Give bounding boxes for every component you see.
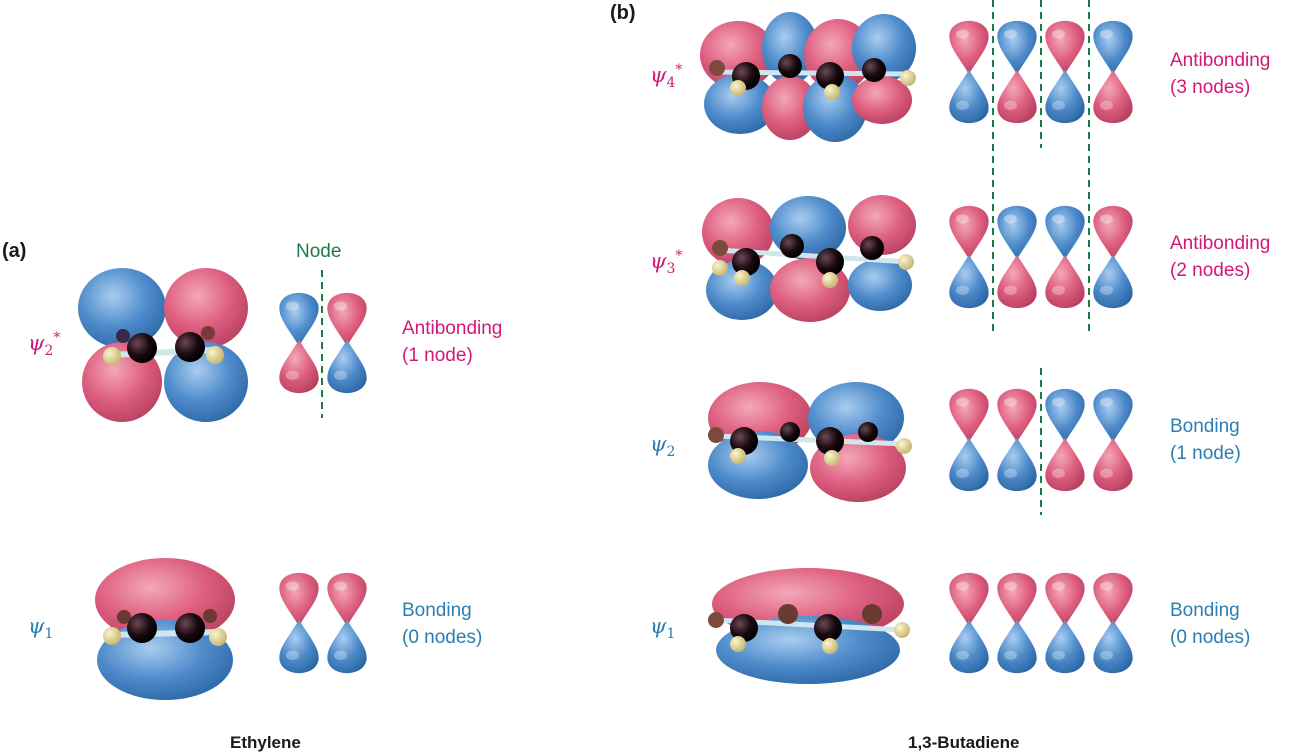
caption-butadiene: 1,3-Butadiene [908, 733, 1020, 752]
ethylene-psi2-symbol: ψ2* [28, 330, 61, 360]
butadiene-psi1-type: Bonding [1170, 600, 1240, 621]
butadiene-psi3-symbol: ψ3* [650, 248, 683, 278]
butadiene-psi2-symbol: ψ2 [650, 432, 676, 461]
ethylene-psi2-nodes: (1 node) [402, 345, 473, 366]
butadiene-node-lines [992, 0, 1090, 515]
butadiene-psi1-lobes [949, 572, 1133, 674]
panel-label-a: (a) [2, 240, 27, 262]
butadiene-psi2-type: Bonding [1170, 416, 1240, 437]
butadiene-psi1-symbol: ψ1 [650, 614, 676, 643]
ethylene-psi1-nodes: (0 nodes) [402, 627, 483, 648]
butadiene-psi3-lobes [949, 205, 1133, 309]
ethylene-psi1-type: Bonding [402, 600, 472, 621]
butadiene-psi2-nodes: (1 node) [1170, 443, 1241, 464]
butadiene-psi3-3d-model [702, 195, 916, 322]
butadiene-psi1-nodes: (0 nodes) [1170, 627, 1251, 648]
butadiene-psi4-symbol: ψ4* [650, 62, 683, 92]
butadiene-psi1-description: Bonding (0 nodes) [1170, 597, 1250, 651]
butadiene-psi3-nodes: (2 nodes) [1170, 260, 1251, 281]
ethylene-psi1-symbol: ψ1 [28, 614, 54, 643]
butadiene-psi3-type: Antibonding [1170, 233, 1271, 254]
butadiene-psi3-description: Antibonding (2 nodes) [1170, 230, 1270, 284]
butadiene-psi2-3d-model [708, 382, 912, 502]
butadiene-psi4-3d-model [700, 12, 916, 142]
ethylene-psi2-description: Antibonding (1 node) [402, 315, 502, 369]
butadiene-psi4-nodes: (3 nodes) [1170, 77, 1251, 98]
butadiene-psi2-description: Bonding (1 node) [1170, 413, 1241, 467]
butadiene-psi1-3d-model [708, 568, 910, 684]
ethylene-psi1-lobes [279, 572, 367, 674]
butadiene-psi4-type: Antibonding [1170, 50, 1271, 71]
ethylene-psi1-3d-model [95, 558, 235, 700]
butadiene-psi4-description: Antibonding (3 nodes) [1170, 47, 1270, 101]
ethylene-psi2-3d-model [78, 268, 248, 422]
caption-ethylene: Ethylene [230, 733, 301, 752]
ethylene-psi2-lobes [279, 270, 367, 418]
ethylene-psi1-description: Bonding (0 nodes) [402, 597, 482, 651]
ethylene-psi2-type: Antibonding [402, 318, 503, 339]
panel-label-b: (b) [610, 2, 636, 24]
node-label: Node [296, 241, 342, 262]
